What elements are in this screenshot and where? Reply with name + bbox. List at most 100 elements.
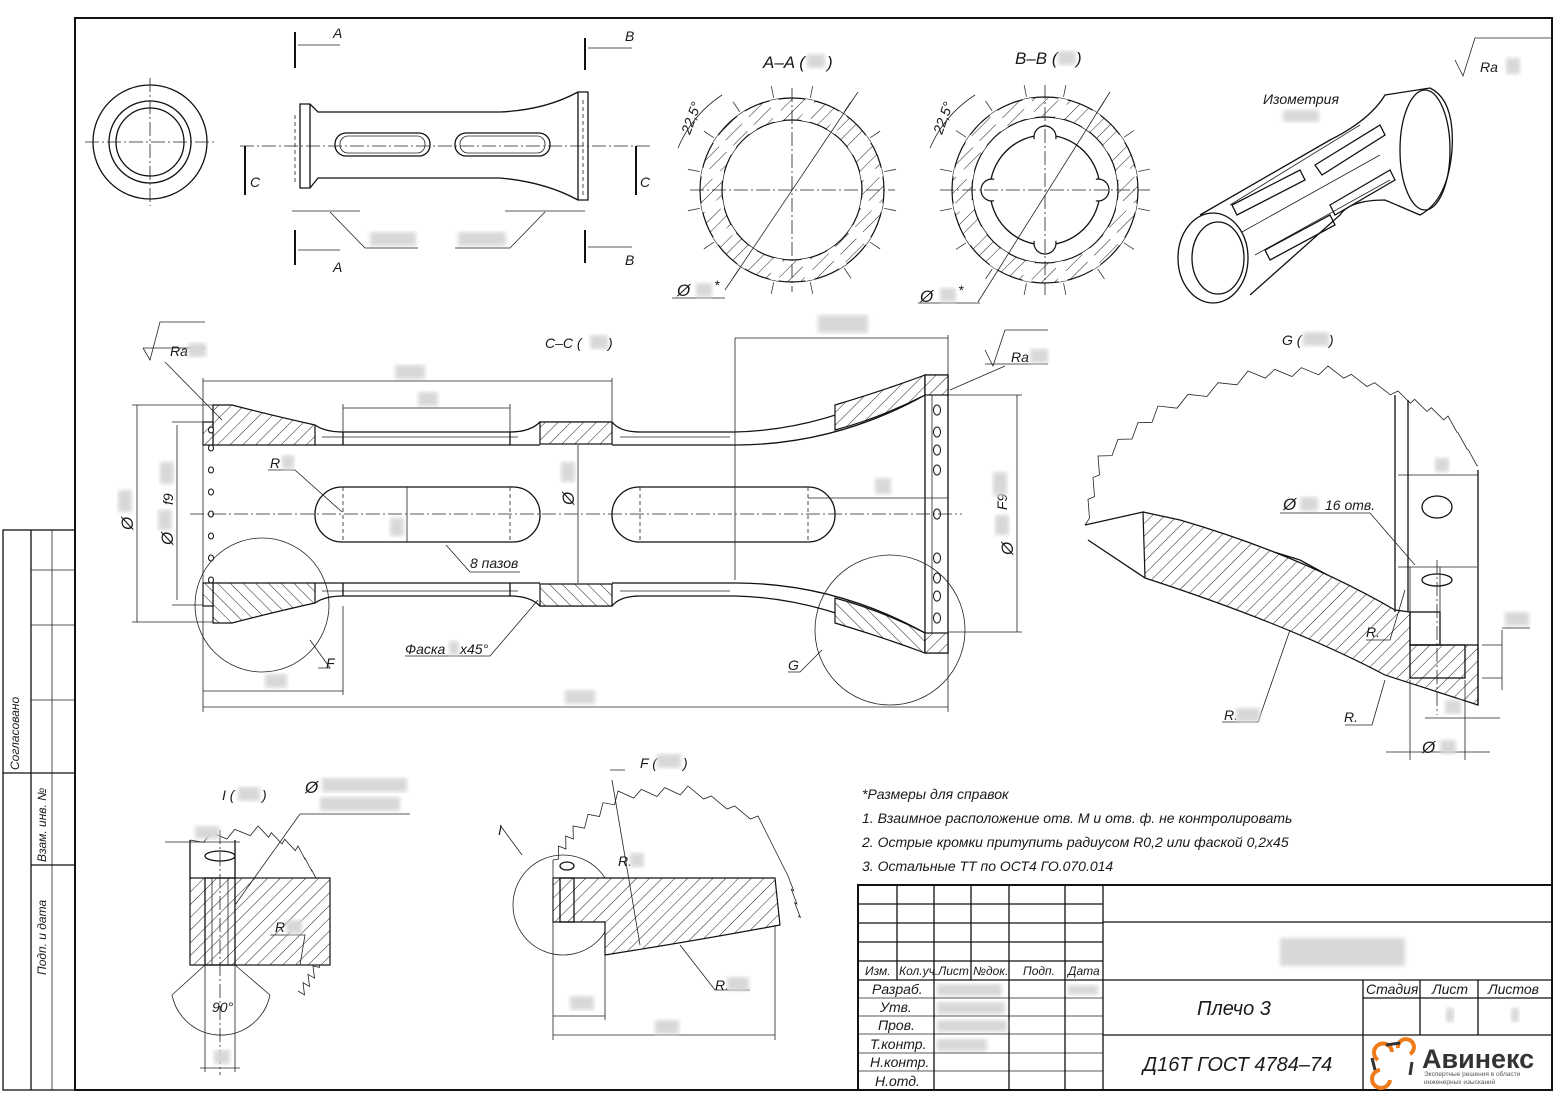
tb-header-kol: Кол.уч. (899, 964, 938, 978)
detail-f-r1: R. (618, 853, 632, 869)
slot-gap (952, 199, 975, 213)
tb-header-izm: Изм. (865, 964, 891, 978)
detail-f-marker: F (326, 655, 336, 671)
left-strip-replace-inv: Взам. инв. № (35, 788, 49, 862)
detail-f-title: F ( (640, 755, 658, 771)
tb-sheet: Лист (1431, 981, 1468, 997)
detail-i-angle: 90° (212, 999, 234, 1015)
slot-axis (985, 100, 993, 112)
slot-axis (985, 268, 993, 280)
detail-f-i-marker: I (498, 822, 502, 838)
flange-hole (933, 444, 941, 456)
detail-i-title: I ( (222, 787, 236, 803)
section-aa-angle: 22,5° (677, 99, 704, 137)
section-aa-title: A–A ( (762, 53, 807, 72)
section-bb-title: B–B ( (1015, 49, 1060, 68)
detail-i (165, 813, 410, 1075)
tb-role-approved: Утв. (879, 999, 912, 1015)
note-1: 1. Взаимное расположение отв. М и отв. ф… (862, 810, 1292, 826)
section-b-b (918, 84, 1151, 304)
cut-b-top: B (625, 28, 634, 44)
mid-dia-symbol: Ø (559, 490, 578, 506)
slot-axis (955, 130, 967, 138)
material: Д16Т ГОСТ 4784–74 (1141, 1054, 1332, 1076)
slot-gap (965, 226, 987, 246)
detail-f-paren: ) (681, 755, 688, 771)
part-name: Плечо 3 (1197, 998, 1271, 1020)
sheet-frame (2, 17, 1553, 1091)
note-3: 3. Остальные ТТ по ОСТ4 ГО.070.014 (862, 858, 1113, 874)
tb-role-norm-control: Н.контр. (870, 1054, 929, 1070)
slot-gap (827, 245, 847, 269)
tb-sheets: Листов (1487, 981, 1539, 997)
ra-right: Ra (1011, 349, 1029, 365)
slot-gap (1115, 199, 1138, 213)
slot-gap (700, 167, 725, 181)
slot-gap (989, 110, 1009, 132)
slot-axis (703, 241, 715, 250)
slot-gap (700, 199, 725, 213)
section-aa-dia: Ø (676, 281, 692, 300)
detail-g-r1: R. (1366, 624, 1380, 640)
slot-axis (1123, 130, 1135, 138)
slot-axis (939, 208, 952, 212)
slot-axis (1138, 168, 1151, 172)
slot-gap (713, 135, 737, 155)
tb-header-podp: Подп. (1023, 964, 1055, 978)
slot-axis (1063, 84, 1067, 97)
flange-hole (208, 466, 214, 474)
slot-axis (869, 241, 881, 250)
slot-gap (769, 257, 783, 282)
bore-dia-symbol: Ø (158, 530, 177, 546)
flange-hole (933, 404, 941, 416)
logo-tagline-2: инженерных изысканий (1424, 1078, 1496, 1086)
flange-hole (933, 552, 941, 564)
slot-gap (801, 257, 815, 282)
cut-c-right: C (640, 174, 651, 190)
end-view (85, 78, 215, 206)
slot-gap (847, 225, 871, 245)
side-view (240, 32, 650, 265)
tb-role-dept: Н.отд. (875, 1073, 920, 1089)
slot-axis (732, 101, 741, 113)
slot-axis (939, 168, 952, 172)
right-dia-symbol: Ø (998, 540, 1017, 556)
section-bb-angle: 22,5° (929, 99, 956, 137)
chamfer-label: Фаска (405, 641, 446, 657)
section-bb-paren: ) (1074, 49, 1082, 68)
slot-axis (1023, 283, 1027, 296)
slot-axis (1123, 242, 1135, 250)
flange-hole (933, 590, 941, 602)
slot-axis (1063, 283, 1067, 296)
tb-role-tech-control: Т.контр. (870, 1036, 926, 1052)
detail-i-paren: ) (260, 787, 267, 803)
slot-axis (955, 242, 967, 250)
detail-g-title: G ( (1282, 332, 1303, 348)
tb-role-checked: Пров. (878, 1017, 915, 1033)
slot-axis (703, 130, 715, 139)
detail-g-r3: R. (1344, 709, 1358, 725)
slot-gap (1115, 167, 1138, 181)
slot-axis (1097, 268, 1105, 280)
slot-gap (1081, 248, 1101, 270)
detail-g-holes: 16 отв. (1325, 497, 1375, 513)
slot-axis (809, 85, 814, 98)
detail-g-r2: R. (1224, 707, 1238, 723)
detail-g-marker: G (788, 657, 799, 673)
slot-gaps (939, 84, 1151, 296)
section-aa-star: * (714, 277, 720, 293)
logo-name: Авинекс (1422, 1044, 1534, 1074)
section-bb-star: * (958, 282, 964, 298)
slot-axis (884, 207, 897, 212)
detail-i-dia: Ø (304, 778, 320, 797)
tb-role-developer: Разраб. (872, 981, 923, 997)
global-ra-label: Ra (1480, 59, 1498, 75)
flange-hole (208, 444, 214, 452)
tb-stage: Стадия (1366, 981, 1419, 997)
slot-axis (869, 130, 881, 139)
slot-axis (1138, 208, 1151, 212)
section-cc-title: C–C ( (545, 335, 583, 351)
slot-gap (1103, 134, 1125, 154)
slot-axis (687, 168, 700, 173)
